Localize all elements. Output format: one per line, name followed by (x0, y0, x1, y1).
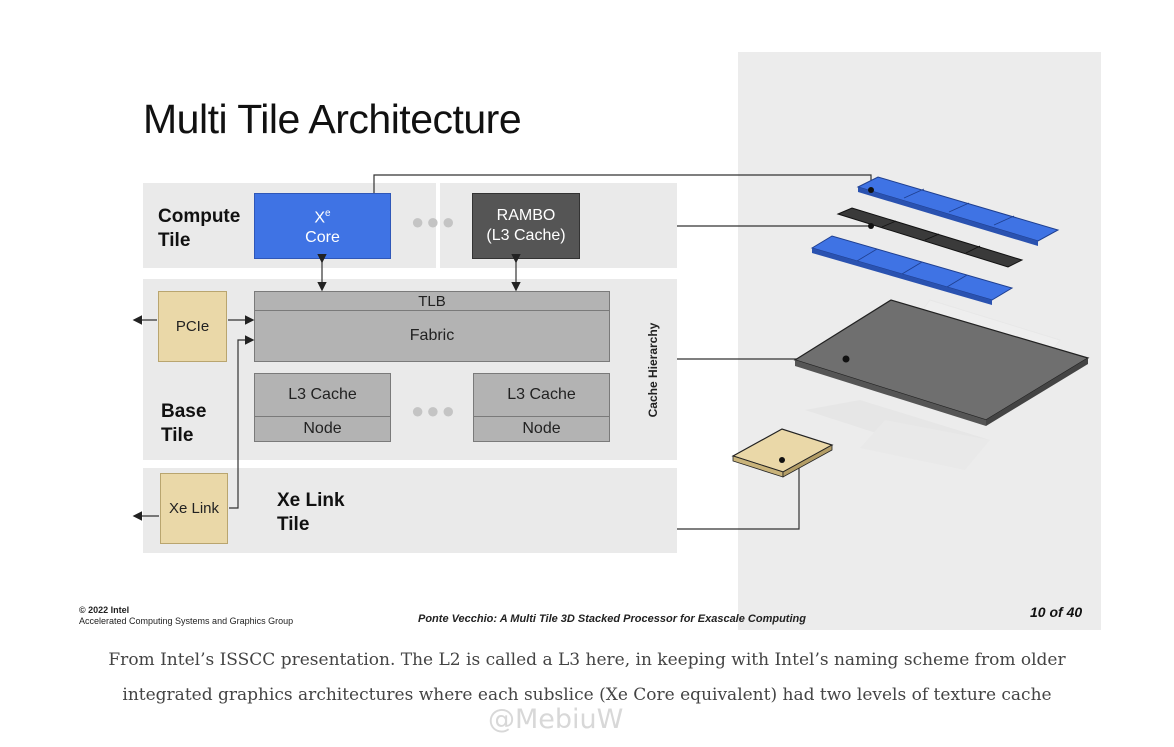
caption-line-2: integrated graphics architectures where … (122, 685, 1052, 705)
diagram-connectors (132, 174, 1090, 530)
slide: Multi Tile Architecture Compute Tile Bas… (79, 52, 1101, 630)
fabric-box: Fabric (254, 310, 610, 362)
caption-line-1: From Intel’s ISSCC presentation. The L2 … (108, 650, 1066, 670)
xe-core-label-sup: e (325, 207, 331, 219)
footer-group: Accelerated Computing Systems and Graphi… (79, 616, 294, 626)
node-left-box: Node (254, 416, 391, 442)
watermark: @MebiuW (488, 704, 624, 735)
l3-cache-left-box: L3 Cache (254, 373, 391, 417)
compute-ellipsis: ●●● (411, 209, 457, 234)
compute-tile-3d-bottom (810, 235, 1014, 305)
compute-tile-label: Compute Tile (158, 206, 241, 251)
rambo-box: RAMBO (L3 Cache) (472, 193, 580, 259)
footer-copyright: © 2022 Intel (79, 605, 130, 615)
xe-link-3d-shape (731, 428, 834, 478)
xe-link-tile-band (143, 468, 677, 553)
slide-title: Multi Tile Architecture (143, 96, 522, 142)
xe-core-label-core: Core (305, 229, 340, 247)
rambo-sublabel: (L3 Cache) (486, 227, 566, 244)
l3-cache-right-box: L3 Cache (473, 373, 610, 417)
rambo-3d-strip (836, 207, 1024, 268)
base-tile-3d-shape (793, 299, 1090, 426)
connector-lines (132, 174, 872, 530)
rambo-label: RAMBO (496, 207, 556, 224)
xe-core-label-x: X (314, 209, 326, 227)
xe-link-box: Xe Link (160, 473, 228, 544)
compute-tile-3d-top (856, 176, 1060, 246)
footer-paper-title: Ponte Vecchio: A Multi Tile 3D Stacked P… (418, 613, 806, 625)
node-right-box: Node (473, 416, 610, 442)
footer-left: © 2022 Intel Accelerated Computing Syste… (79, 605, 293, 627)
pcie-box: PCIe (158, 291, 227, 362)
base-ellipsis: ●●● (411, 398, 457, 423)
page-number: 10 of 40 (1030, 604, 1083, 620)
xe-link-tile-label: Xe Link Tile (277, 490, 345, 535)
base-tile-label: Base Tile (161, 401, 207, 446)
